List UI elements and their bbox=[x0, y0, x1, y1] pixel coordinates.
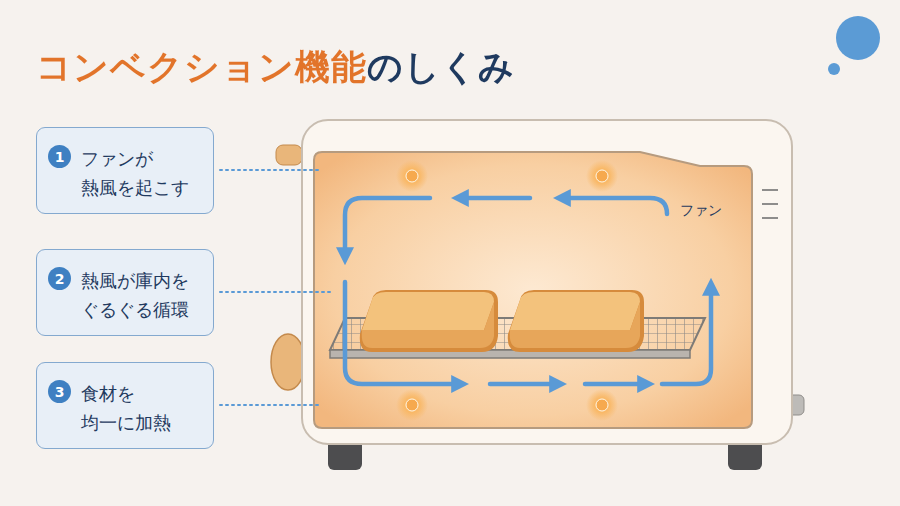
vent-lines bbox=[762, 190, 778, 218]
callout-text: ファンが 熱風を起こす bbox=[81, 144, 200, 202]
callout-box: ファンが 熱風を起こす 1 bbox=[36, 127, 214, 214]
top-knob bbox=[276, 145, 302, 165]
callout-number: 1 bbox=[48, 145, 71, 168]
toast bbox=[508, 290, 644, 352]
callout-box: 食材を 均一に加熱 3 bbox=[36, 362, 214, 449]
callout-box: 熱風が庫内を ぐるぐる循環 2 bbox=[36, 249, 214, 336]
callout-number: 3 bbox=[48, 380, 71, 403]
callout-number-text: 3 bbox=[55, 385, 65, 399]
airflow-arrows bbox=[345, 198, 711, 384]
deco-circle bbox=[836, 16, 880, 60]
oven-body bbox=[302, 120, 792, 444]
callout-text: 食材を 均一に加熱 bbox=[81, 379, 200, 437]
callout-number: 2 bbox=[48, 267, 71, 290]
deco-circle bbox=[828, 63, 840, 75]
part-label: ファン bbox=[680, 202, 722, 220]
callout-number-text: 2 bbox=[55, 272, 65, 286]
oven-chamber bbox=[314, 152, 752, 428]
dial-knob bbox=[271, 334, 305, 390]
diagram-title: コンベクション機能のしくみ bbox=[36, 44, 515, 91]
leader-lines bbox=[220, 170, 330, 405]
toast bbox=[360, 290, 498, 352]
callout-text: 熱風が庫内を ぐるぐる循環 bbox=[81, 266, 200, 324]
callout-number-text: 1 bbox=[55, 150, 65, 164]
